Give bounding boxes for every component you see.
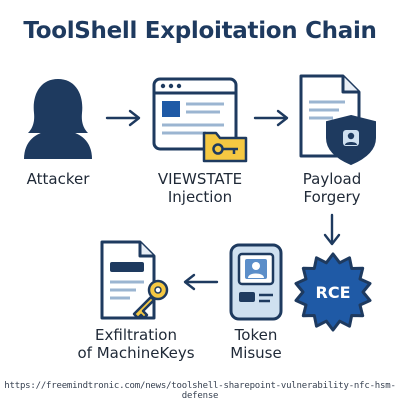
step-label-line: VIEWSTATE	[157, 170, 243, 188]
step-label-line: Misuse	[230, 344, 282, 362]
arrow-left-icon	[183, 273, 219, 291]
step-label-line: Forgery	[303, 188, 361, 206]
arrow-right-icon	[253, 109, 289, 127]
arrow-right-icon	[105, 109, 141, 127]
source-url: https://freemindtronic.com/news/toolshel…	[4, 381, 396, 401]
step-label-line: Exfiltration	[95, 326, 177, 344]
step-label-payload: Payload Forgery	[282, 170, 382, 206]
step-label-line: of MachineKeys	[77, 344, 195, 362]
browser-with-key-folder-icon	[152, 77, 248, 163]
arrow-down-icon	[323, 213, 341, 246]
document-with-key-icon	[100, 240, 169, 320]
step-label-exfiltration: Exfiltration of MachineKeys	[56, 326, 216, 362]
step-label-attacker: Attacker	[26, 170, 90, 188]
diagram-title: ToolShell Exploitation Chain	[23, 18, 377, 44]
step-label-line: Injection	[167, 188, 233, 206]
step-label-token: Token Misuse	[206, 326, 306, 362]
token-card-icon	[229, 243, 283, 321]
step-label-line: Token	[234, 326, 278, 344]
step-label-viewstate: VIEWSTATE Injection	[140, 170, 260, 206]
attacker-silhouette-icon	[24, 79, 92, 159]
step-label-line: Payload	[302, 170, 362, 188]
document-with-shield-icon	[299, 74, 376, 166]
rce-label: RCE	[316, 283, 351, 302]
rce-starburst-badge: RCE	[294, 252, 372, 332]
